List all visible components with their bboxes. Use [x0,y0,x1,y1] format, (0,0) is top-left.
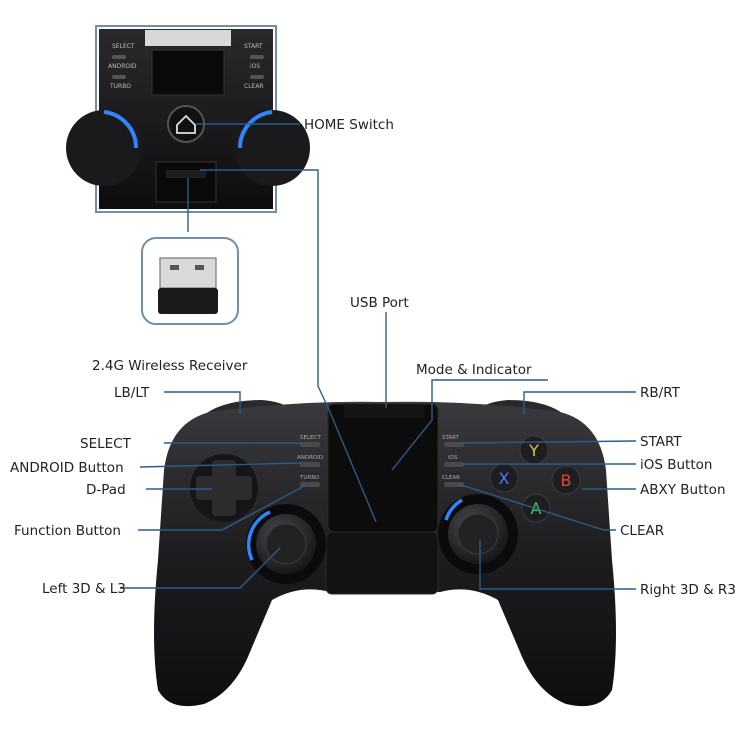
leader-lines [120,123,637,590]
inset-turbo-text: TURBO [109,83,131,90]
label-start: START [640,434,682,450]
device-android-text: ANDROID [297,455,323,461]
inset-start-text: START [244,43,263,50]
device-ios-text: iOS [448,455,458,461]
label-function-button: Function Button [14,523,121,539]
label-android-button: ANDROID Button [10,460,124,476]
gamepad-body: SELECT ANDROID TURBO START iOS CLEAR Y X… [154,400,616,707]
label-clear: CLEAR [620,523,664,539]
label-wireless-receiver: 2.4G Wireless Receiver [92,358,248,374]
y-button-letter: Y [528,441,539,460]
usb-receiver-image [141,237,239,325]
b-button-letter: B [561,471,572,490]
callout-labels: HOME Switch USB Port 2.4G Wireless Recei… [10,117,736,598]
label-right-3d-r3: Right 3D & R3 [640,582,736,598]
label-lb-lt: LB/LT [114,385,150,401]
label-d-pad: D-Pad [86,482,126,498]
label-mode-indicator: Mode & Indicator [416,362,532,378]
label-usb-port: USB Port [350,295,409,311]
label-ios-button: iOS Button [640,457,712,473]
device-select-text: SELECT [300,435,321,441]
label-select: SELECT [80,436,132,452]
label-rb-rt: RB/RT [640,385,681,401]
device-clear-text: CLEAR [442,475,460,481]
label-home-switch: HOME Switch [304,117,394,133]
inset-select-text: SELECT [112,43,135,50]
d-pad-graphic [190,454,258,522]
device-turbo-text: TURBO [299,475,320,481]
inset-clear-text: CLEAR [244,83,264,90]
device-start-text: START [442,435,460,441]
inset-android-text: ANDROID [108,63,137,70]
home-switch-closeup: SELECT ANDROID TURBO START iOS CLEAR [66,25,310,213]
label-left-3d-l3: Left 3D & L3 [42,581,126,597]
inset-ios-text: iOS [250,63,260,70]
label-abxy-button: ABXY Button [640,482,726,498]
x-button-letter: X [499,469,510,488]
